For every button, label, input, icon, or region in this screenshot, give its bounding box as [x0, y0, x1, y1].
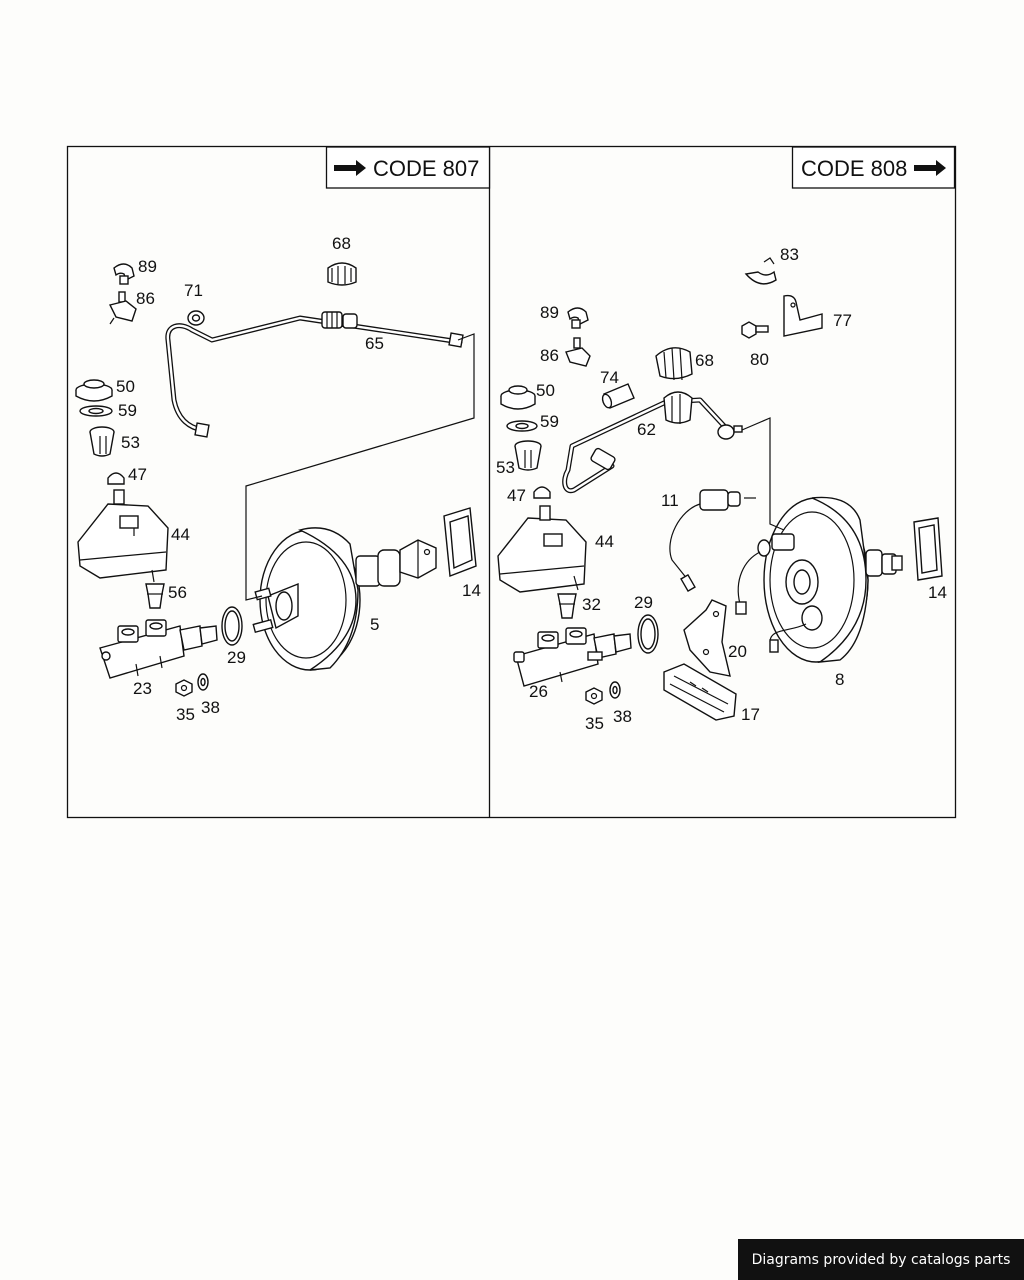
code-808-label: CODE 808 — [801, 156, 907, 181]
label-86: 86 — [540, 346, 559, 365]
nut-35-part — [585, 687, 603, 705]
label-14: 14 — [928, 583, 947, 602]
reservoir-44-part — [497, 505, 587, 593]
right-panel: 83 77 80 89 86 68 74 50 59 62 53 47 11 4… — [496, 245, 947, 733]
leader-line — [741, 417, 785, 531]
label-65: 65 — [365, 334, 384, 353]
clip-83-part — [744, 257, 777, 285]
label-35: 35 — [176, 705, 195, 724]
label-32: 32 — [582, 595, 601, 614]
washer-38-part — [609, 681, 621, 699]
cap-50-part — [75, 379, 113, 402]
label-47: 47 — [507, 486, 526, 505]
gasket-14-part — [443, 507, 477, 577]
label-83: 83 — [780, 245, 799, 264]
label-44: 44 — [595, 532, 614, 551]
arrow-right-icon — [914, 160, 946, 176]
grommet-32-part — [557, 593, 577, 619]
grommet-56-part — [145, 583, 165, 609]
code-807-box: CODE 807 — [325, 146, 491, 189]
label-35: 35 — [585, 714, 604, 733]
label-68: 68 — [695, 351, 714, 370]
label-5: 5 — [370, 615, 379, 634]
label-50: 50 — [536, 381, 555, 400]
cap-47-part — [107, 472, 125, 485]
boot-68-part — [327, 262, 357, 286]
label-71: 71 — [184, 281, 203, 300]
bracket-20-part — [683, 599, 731, 677]
label-50: 50 — [116, 377, 135, 396]
control-unit-17-part — [663, 663, 737, 721]
label-62: 62 — [637, 420, 656, 439]
brake-booster-8-part — [735, 496, 903, 663]
arrow-right-icon — [334, 160, 366, 176]
label-17: 17 — [741, 705, 760, 724]
diagram-frame — [66, 145, 957, 819]
connector-86-part — [108, 291, 137, 325]
label-53: 53 — [496, 458, 515, 477]
sleeve-74-part — [601, 383, 635, 409]
cap-50-part — [500, 385, 536, 410]
label-89: 89 — [540, 303, 559, 322]
cap-47-part — [533, 486, 551, 499]
washer-59-part — [79, 405, 113, 417]
label-86: 86 — [136, 289, 155, 308]
brake-booster-5-part — [252, 527, 437, 671]
boot-68-part — [655, 347, 693, 381]
washer-59-part — [506, 420, 538, 432]
label-11: 11 — [661, 491, 679, 510]
clip-89-part — [113, 263, 135, 285]
label-44: 44 — [171, 525, 190, 544]
label-29: 29 — [227, 648, 246, 667]
code-808-box: CODE 808 — [791, 146, 956, 189]
master-cylinder-26-part — [513, 627, 632, 687]
label-56: 56 — [168, 583, 187, 602]
strainer-53-part — [514, 440, 542, 471]
label-29: 29 — [634, 593, 653, 612]
label-38: 38 — [201, 698, 220, 717]
label-80: 80 — [750, 350, 769, 369]
label-26: 26 — [529, 682, 548, 701]
sensor-11-part — [669, 489, 756, 593]
label-47: 47 — [128, 465, 147, 484]
vacuum-line-65-part — [165, 311, 464, 438]
bracket-77-part — [783, 294, 823, 337]
gasket-14-part — [913, 517, 943, 581]
label-20: 20 — [728, 642, 747, 661]
connector-86-part — [565, 337, 591, 367]
label-68: 68 — [332, 234, 351, 253]
leader-line — [245, 333, 475, 601]
reservoir-44-part — [77, 489, 169, 583]
label-74: 74 — [600, 368, 619, 387]
o-ring-29-part — [221, 606, 243, 646]
label-77: 77 — [833, 311, 852, 330]
code-807-label: CODE 807 — [373, 156, 479, 181]
label-59: 59 — [540, 412, 559, 431]
label-23: 23 — [133, 679, 152, 698]
strainer-53-part — [89, 426, 115, 457]
label-8: 8 — [835, 670, 844, 689]
label-53: 53 — [121, 433, 140, 452]
label-59: 59 — [118, 401, 137, 420]
nut-35-part — [175, 679, 193, 697]
washer-38-part — [197, 673, 209, 691]
clip-89-part — [567, 307, 589, 329]
credit-banner: Diagrams provided by catalogs parts — [738, 1239, 1024, 1280]
label-89: 89 — [138, 257, 157, 276]
grommet-71-part — [187, 310, 205, 326]
master-cylinder-23-part — [99, 619, 218, 679]
label-14: 14 — [462, 581, 481, 600]
vacuum-line-62-part — [562, 391, 743, 494]
bolt-80-part — [741, 321, 769, 339]
label-38: 38 — [613, 707, 632, 726]
left-panel: 89 86 71 68 65 50 59 53 47 44 56 23 29 5… — [75, 234, 481, 724]
o-ring-29-part — [637, 614, 659, 654]
